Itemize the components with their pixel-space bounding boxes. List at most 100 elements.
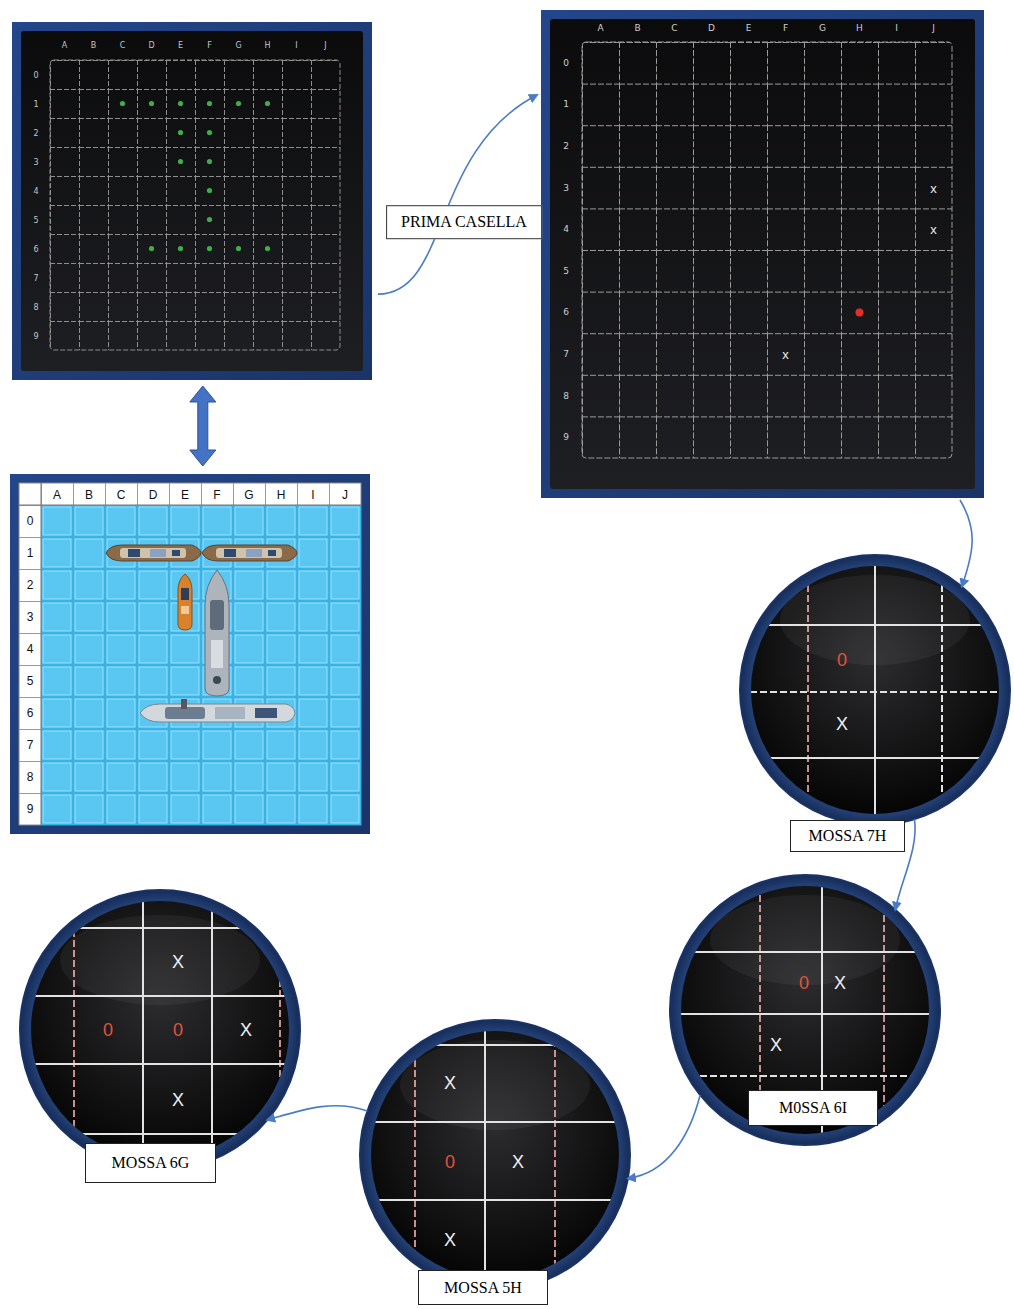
ship-detail (213, 676, 221, 684)
grid-coordinate: 3 (563, 183, 569, 193)
grid-coordinate: F (213, 488, 220, 502)
ship (202, 545, 297, 561)
shot-mark: X (836, 714, 848, 735)
lens-ring (670, 875, 940, 1145)
ship-dot (149, 246, 154, 251)
ship-dot (207, 101, 212, 106)
row-grid (19, 505, 41, 825)
ship (205, 570, 229, 696)
grid-coordinate: 9 (33, 331, 38, 340)
grid-coordinate: H (264, 41, 270, 50)
shot-mark: X (834, 973, 846, 994)
shot-mark: 0 (173, 1020, 183, 1041)
shot-mark: 0 (103, 1020, 113, 1041)
grid-line (19, 505, 361, 506)
ship-dot (178, 101, 183, 106)
ship-hull (205, 570, 229, 696)
grid-line (670, 1013, 940, 1015)
board-frame (12, 22, 372, 380)
shot-mark: X (444, 1073, 456, 1094)
grid-coordinate: 0 (33, 70, 38, 79)
shot-mark: X (512, 1152, 524, 1173)
grid-coordinate: H (277, 488, 286, 502)
grid-line (670, 1075, 940, 1077)
move-caption: M0SSA 6I (748, 1090, 878, 1126)
zoom-lens: 0XMOSSA 7H (740, 555, 1010, 825)
lens-gloss (710, 895, 900, 985)
shot-mark: X (240, 1020, 252, 1041)
zoom-lens (360, 1020, 630, 1290)
grid-line (20, 1063, 300, 1065)
lens-grid (20, 890, 300, 1170)
target-board (541, 10, 984, 498)
ship-dot (178, 246, 183, 251)
grid-coordinate: 8 (33, 302, 38, 311)
water (41, 505, 361, 825)
zoom-lens (20, 890, 300, 1170)
grid-coordinate: H (856, 23, 863, 33)
grid-coordinate: D (149, 488, 158, 502)
grid-coordinate: 6 (27, 706, 34, 720)
grid (50, 60, 340, 350)
shot-mark: 0 (799, 973, 809, 994)
grid-coordinate: 2 (563, 141, 569, 151)
shot-mark: X (770, 1035, 782, 1056)
grid-coordinate: 8 (27, 770, 34, 784)
shot-mark: X (444, 1230, 456, 1251)
ship-dot (265, 101, 270, 106)
grid-coordinate: D (708, 23, 715, 33)
radar-board (12, 22, 372, 380)
grid-coordinate: F (783, 23, 788, 33)
lens-gloss (60, 915, 260, 1005)
move-label: M0SSA 6I (779, 1099, 847, 1117)
shot-mark: 0 (837, 650, 847, 671)
grid-coordinate: 1 (33, 99, 38, 108)
double-arrow (190, 386, 216, 466)
grid-coordinate: I (311, 488, 314, 502)
shot-mark: x (782, 347, 789, 362)
target-board: ABCDEFGHIJ0123456789xxx (541, 10, 984, 498)
grid-coordinate: B (91, 41, 97, 50)
move-caption: MOSSA 5H (418, 1270, 548, 1305)
grid-coordinate: A (53, 488, 61, 502)
ship (178, 574, 192, 630)
grid-coordinate: A (62, 41, 67, 50)
move-label: MOSSA 7H (809, 827, 887, 845)
grid-coordinate: G (244, 488, 253, 502)
move-label: MOSSA 5H (444, 1279, 522, 1297)
lens-gloss (780, 575, 970, 665)
grid-coordinate: 0 (27, 514, 34, 528)
grid-coordinate: 0 (563, 58, 569, 68)
ship-dot (265, 246, 270, 251)
grid-coordinate: C (117, 488, 126, 502)
shot-mark: 0 (445, 1152, 455, 1173)
shot-mark: x (930, 222, 937, 237)
curved-arrow (267, 1106, 367, 1120)
grid-coordinate: 8 (563, 391, 569, 401)
ship-dot (207, 130, 212, 135)
zoom-lens (670, 875, 940, 1145)
curved-arrow (960, 500, 972, 587)
shot-mark: X (172, 1090, 184, 1111)
move-caption: MOSSA 6G (85, 1143, 216, 1183)
lens-ring (360, 1020, 630, 1290)
zoom-lens (740, 555, 1010, 825)
grid-coordinate: 3 (27, 610, 34, 624)
shot-mark: x (930, 180, 937, 195)
grid-coordinate: E (178, 41, 183, 50)
grid-line (73, 890, 75, 1170)
grid-coordinate: 2 (33, 128, 38, 137)
curved-arrow (628, 1095, 700, 1178)
zoom-lens: X0XXMOSSA 5H (360, 1020, 630, 1290)
board-frame (10, 474, 370, 834)
grid-coordinate: 6 (33, 244, 38, 253)
zoom-lens: 0XXM0SSA 6I (670, 875, 940, 1145)
arrow-label: PRIMA CASELLA (386, 205, 542, 239)
grid-line (20, 1133, 300, 1135)
shot-mark: X (172, 952, 184, 973)
grid-line (360, 1199, 630, 1201)
grid-coordinate: 5 (563, 266, 569, 276)
grid-coordinate: A (597, 23, 603, 33)
grid-coordinate: 4 (563, 224, 569, 234)
grid-coordinate: 4 (27, 642, 34, 656)
